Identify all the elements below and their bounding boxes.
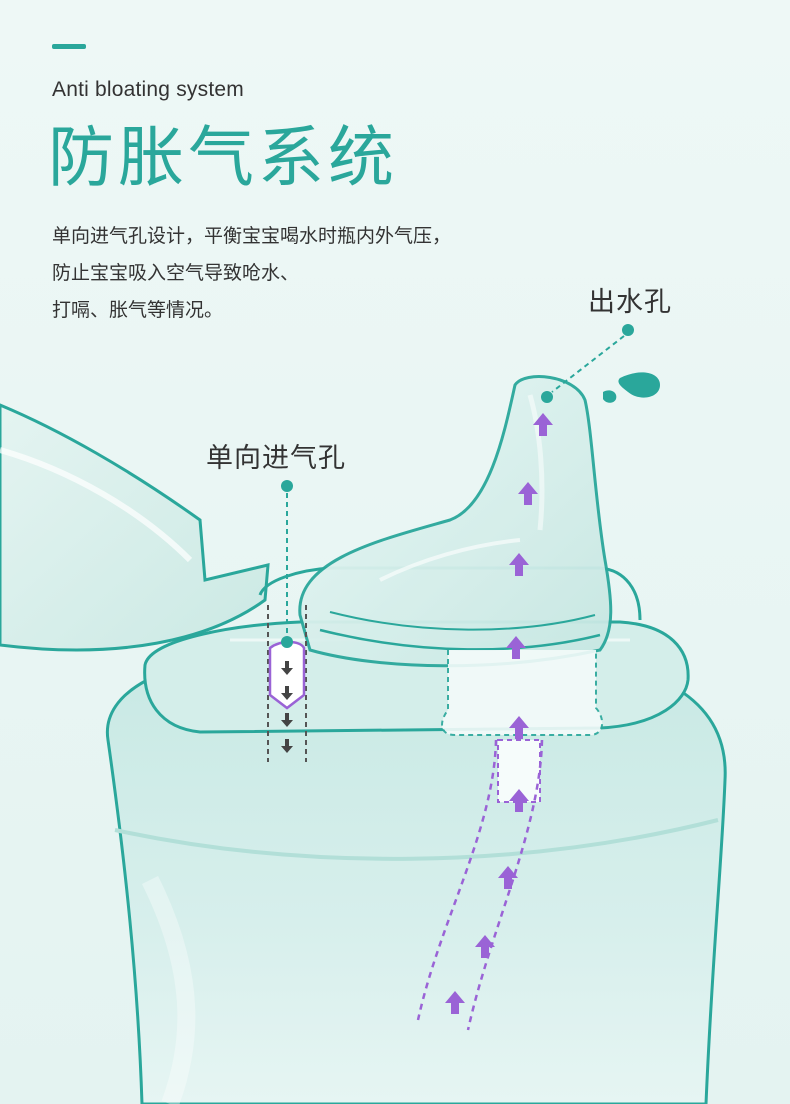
arrow-down-icon [281, 739, 293, 753]
vent-label: 单向进气孔 [206, 443, 346, 474]
arrow-up-icon [506, 636, 526, 659]
bottle-handle [0, 403, 270, 652]
arrow-down-icon [281, 661, 293, 675]
arrow-up-icon [445, 991, 465, 1014]
section-subtitle: Anti bloating system [52, 78, 244, 101]
arrow-up-icon [518, 482, 538, 505]
description: 单向进气孔设计，平衡宝宝喝水时瓶内外气压， 防止宝宝吸入空气导致呛水、 打嗝、胀… [52, 218, 612, 329]
description-line: 防止宝宝吸入空气导致呛水、 [52, 262, 300, 284]
arrow-up-icon [509, 789, 529, 812]
arrow-up-icon [509, 716, 529, 739]
arrow-down-icon [281, 686, 293, 700]
vent-leader [281, 480, 293, 648]
water-drop-icon [603, 372, 660, 403]
silicone-spout [298, 375, 613, 668]
arrow-up-icon [509, 553, 529, 576]
section-title: 防胀气系统 [48, 119, 398, 196]
outlet-label: 出水孔 [588, 287, 672, 318]
description-line: 单向进气孔设计，平衡宝宝喝水时瓶内外气压， [52, 225, 452, 247]
accent-bar [52, 44, 86, 49]
arrow-up-icon [533, 413, 553, 436]
vent-valve [267, 605, 307, 762]
outlet-leader [541, 324, 634, 403]
arrow-up-icon [475, 935, 495, 958]
arrow-down-icon [281, 713, 293, 727]
air-flow-arrows [445, 413, 553, 1014]
description-line: 打嗝、胀气等情况。 [52, 299, 224, 321]
arrow-up-icon [498, 866, 518, 889]
